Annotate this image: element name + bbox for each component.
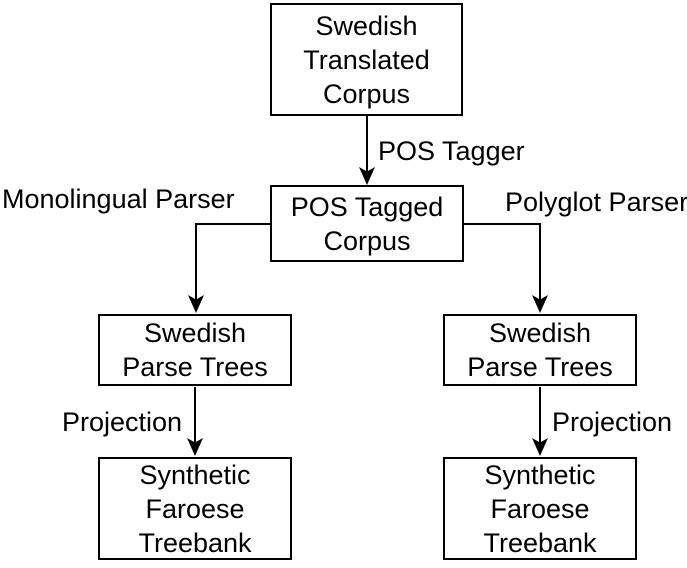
- arrow-pos-tagged-to-parse-trees-left: [188, 223, 272, 313]
- edge-label-projection-right: Projection: [552, 407, 673, 437]
- node-swedish-parse-trees-right: Swedish Parse Trees: [443, 314, 637, 386]
- edge-label-monolingual-parser: Monolingual Parser: [2, 184, 235, 214]
- arrow-pos-tagged-to-parse-trees-right: [462, 223, 548, 313]
- node-synthetic-faroese-treebank-left: Synthetic Faroese Treebank: [98, 457, 292, 560]
- node-pos-tagged-corpus: POS Tagged Corpus: [270, 185, 464, 262]
- edge-label-polyglot-parser: Polyglot Parser: [505, 187, 687, 217]
- node-synthetic-faroese-treebank-right: Synthetic Faroese Treebank: [443, 457, 637, 560]
- node-swedish-translated-corpus: Swedish Translated Corpus: [270, 3, 463, 116]
- edge-label-projection-left: Projection: [62, 407, 183, 437]
- edge-label-pos-tagger: POS Tagger: [378, 136, 525, 166]
- node-swedish-parse-trees-left: Swedish Parse Trees: [98, 314, 292, 386]
